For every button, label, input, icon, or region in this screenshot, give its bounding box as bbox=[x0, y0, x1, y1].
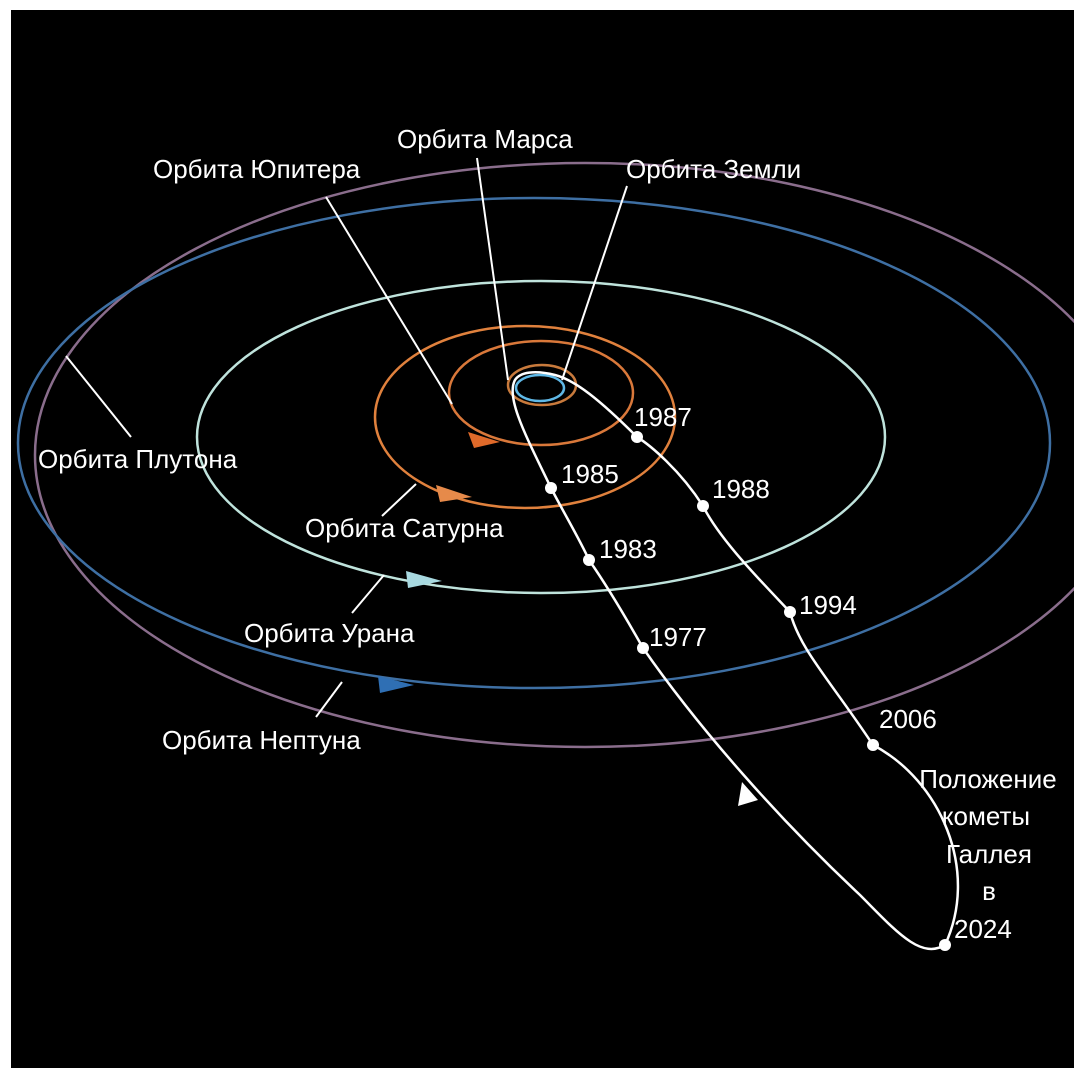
year-label-2006: 2006 bbox=[879, 704, 937, 734]
year-label-2024: 2024 bbox=[954, 914, 1012, 944]
uranus-orbit bbox=[195, 279, 887, 595]
earth-orbit-label: Орбита Земли bbox=[626, 154, 801, 184]
comet-caption-line-1: Положение bbox=[919, 764, 1056, 794]
comet-direction-arrow bbox=[738, 782, 758, 806]
jupiter-orbit bbox=[447, 339, 635, 447]
pluto-orbit bbox=[33, 161, 1074, 749]
year-label-1983: 1983 bbox=[599, 534, 657, 564]
neptune-orbit bbox=[16, 196, 1052, 690]
comet-point-1994 bbox=[784, 606, 796, 618]
comet-point-1977 bbox=[637, 642, 649, 654]
comet-point-1983 bbox=[583, 554, 595, 566]
solar-system-diagram: Орбита Марса Орбита Юпитера Орбита Земли… bbox=[16, 124, 1074, 951]
pluto-leader-line bbox=[65, 355, 132, 438]
halley-comet-orbit bbox=[511, 371, 960, 951]
year-label-1994: 1994 bbox=[799, 590, 857, 620]
comet-point-1987 bbox=[631, 431, 643, 443]
jupiter-direction-arrow bbox=[468, 432, 500, 448]
saturn-orbit bbox=[373, 324, 677, 510]
mars-leader-line bbox=[476, 157, 509, 381]
neptune-direction-arrow bbox=[378, 676, 414, 693]
saturn-leader-line bbox=[381, 483, 417, 517]
year-label-1987: 1987 bbox=[634, 402, 692, 432]
jupiter-orbit-label: Орбита Юпитера bbox=[153, 154, 361, 184]
comet-caption-line-4: в bbox=[982, 876, 996, 906]
earth-orbit bbox=[514, 373, 566, 403]
pluto-orbit-label: Орбита Плутона bbox=[38, 444, 238, 474]
year-label-1988: 1988 bbox=[712, 474, 770, 504]
comet-caption-line-3: Галлея bbox=[946, 839, 1032, 869]
comet-point-2024 bbox=[939, 939, 951, 951]
diagram-frame: Орбита Марса Орбита Юпитера Орбита Земли… bbox=[11, 10, 1074, 1068]
mars-orbit-label: Орбита Марса bbox=[397, 124, 573, 154]
earth-leader-line bbox=[561, 185, 628, 381]
saturn-orbit-label: Орбита Сатурна bbox=[305, 513, 504, 543]
uranus-leader-line bbox=[351, 574, 385, 614]
year-label-1977: 1977 bbox=[649, 622, 707, 652]
saturn-direction-arrow bbox=[436, 485, 472, 502]
year-label-1985: 1985 bbox=[561, 459, 619, 489]
neptune-leader-line bbox=[315, 681, 343, 718]
comet-point-1985 bbox=[545, 482, 557, 494]
comet-caption-line-2: кометы bbox=[942, 801, 1030, 831]
comet-point-2006 bbox=[867, 739, 879, 751]
comet-point-1988 bbox=[697, 500, 709, 512]
uranus-orbit-label: Орбита Урана bbox=[244, 618, 415, 648]
uranus-direction-arrow bbox=[406, 571, 442, 588]
jupiter-leader-line bbox=[325, 196, 453, 405]
neptune-orbit-label: Орбита Нептуна bbox=[162, 725, 361, 755]
